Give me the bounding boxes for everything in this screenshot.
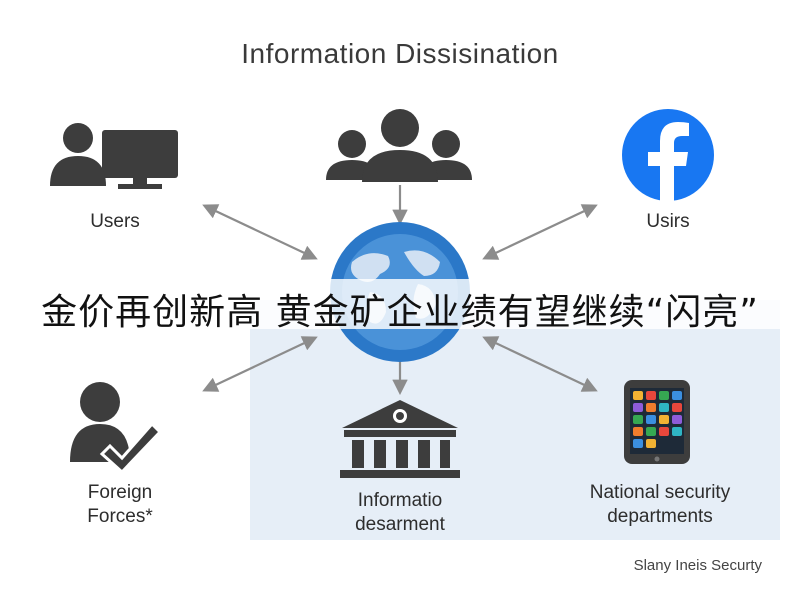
bank-building-icon (340, 400, 460, 478)
arrow-users-hub (202, 204, 318, 260)
node-label-users: Users (90, 211, 140, 232)
node-label-national-security: National security departments (589, 482, 731, 527)
banner-background (0, 279, 800, 329)
user-computer-icon (50, 123, 178, 189)
facebook-icon (622, 109, 714, 201)
node-label-usirs: Usirs (646, 211, 690, 232)
node-label-information-department: Informatio desarment (355, 490, 445, 535)
node-label-foreign-forces: Foreign Forces* (87, 482, 153, 527)
headline-banner: 金价再创新高 黄金矿企业绩有望继续“闪亮” (41, 292, 759, 333)
smartphone-icon (624, 380, 690, 464)
footer-caption: Slany Ineis Securty (633, 557, 762, 574)
page-title: Information Dissisination (241, 38, 559, 69)
arrow-hub-foreign (202, 336, 318, 392)
arrow-hub-security (482, 336, 598, 392)
people-group-icon (326, 109, 472, 182)
arrow-facebook-hub (482, 204, 598, 260)
person-check-icon (70, 382, 163, 475)
